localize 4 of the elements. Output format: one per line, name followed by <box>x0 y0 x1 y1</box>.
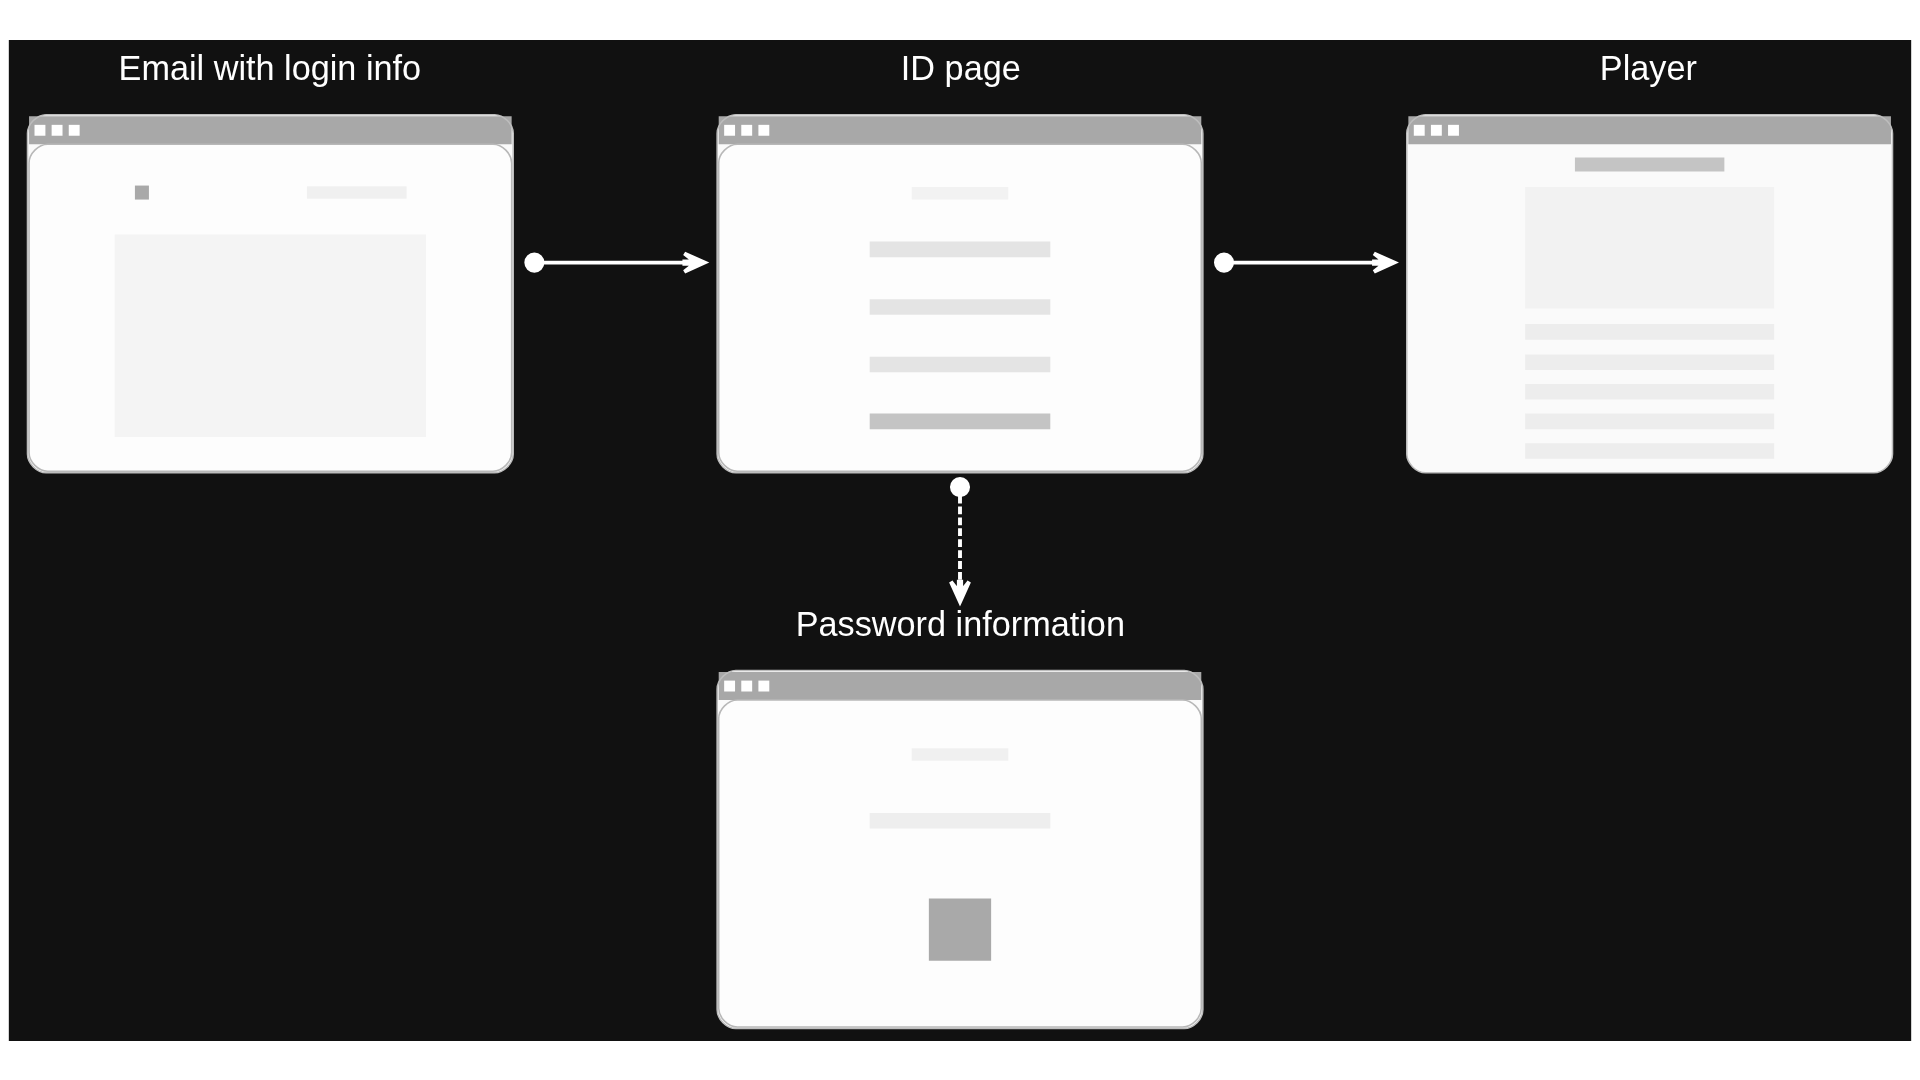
node-label: Password information <box>795 604 1125 643</box>
node-label: ID page <box>900 48 1021 87</box>
node-label: Player <box>1599 48 1697 87</box>
node-label: Email with login info <box>118 48 422 87</box>
